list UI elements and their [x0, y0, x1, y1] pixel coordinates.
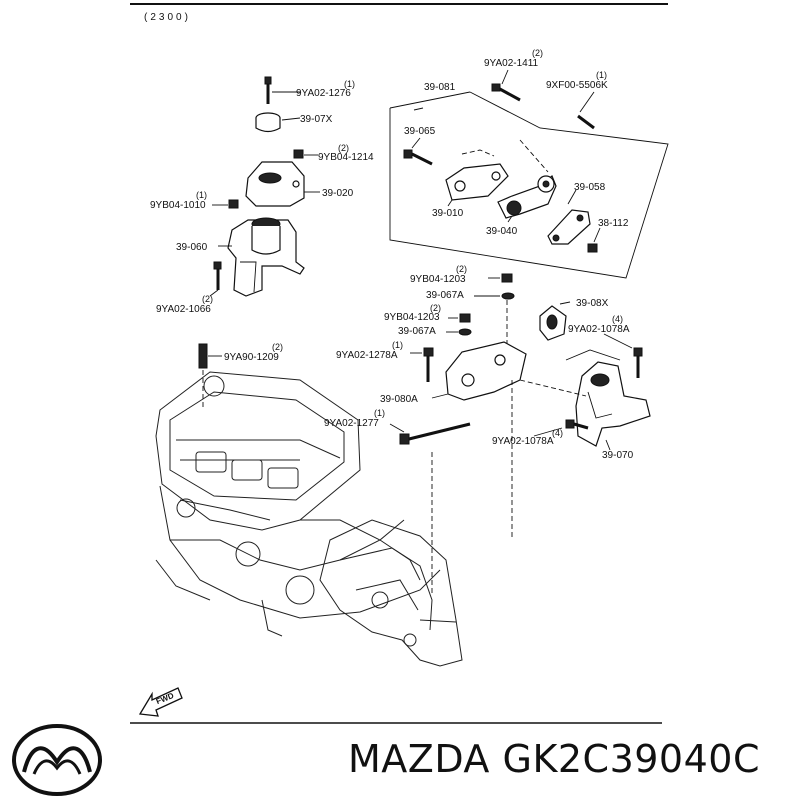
callout-code: 39-080A: [380, 394, 418, 405]
callout-qty: (4): [612, 314, 623, 324]
part-number: GK2C39040C: [502, 737, 760, 781]
callout-qty: (4): [552, 428, 563, 438]
brand-name: MAZDA: [348, 737, 490, 781]
torque-rod-box: [389, 69, 669, 279]
callout-code: 9XF00-5506K: [546, 80, 608, 91]
callout-code: 39-067A: [426, 290, 464, 301]
callout-code: 9YB04-1203: [384, 312, 440, 323]
callout-code: 39-067A: [398, 326, 436, 337]
callout-qty: (2): [202, 294, 213, 304]
upper-left-mount-group: [209, 76, 320, 297]
callout-code: 9YA02-1078A: [568, 324, 630, 335]
callout-code: 9YB04-1203: [410, 274, 466, 285]
fwd-arrow-icon: FWD: [138, 687, 183, 717]
transmission-mount-group: [389, 273, 651, 596]
section-code: (2300): [144, 12, 191, 23]
callout-code: 9YA02-1411: [484, 58, 539, 69]
callout-code: 39-040: [486, 226, 518, 237]
callout-qty: (1): [196, 190, 207, 200]
callout-code: 9YA02-1278A: [336, 350, 398, 361]
callout-code: 9YA02-1066: [156, 304, 211, 315]
callout-code: 9YA02-1277: [324, 418, 379, 429]
stud-9ya90-1209: [198, 343, 222, 410]
callout-qty: (2): [456, 264, 467, 274]
callout-code: 39-07X: [300, 114, 333, 125]
callout-qty: (2): [338, 143, 349, 153]
callout-code: 9YA90-1209: [224, 352, 279, 363]
callout-code: 39-060: [176, 242, 208, 253]
callout-code: 38-112: [598, 218, 629, 229]
callout-code: 39-020: [322, 188, 354, 199]
callout-qty: (2): [272, 342, 283, 352]
callout-code: 39-058: [574, 182, 606, 193]
callout-code: 39-081: [424, 82, 456, 93]
callout-code: 9YB04-1214: [318, 152, 374, 163]
callout-code: 9YA02-1276: [296, 88, 351, 99]
callout-labels: (1) 9YA02-1276 39-07X (2) 9YB04-1214 39-…: [150, 48, 634, 461]
callout-qty: (1): [374, 408, 385, 418]
engine-transmission-illustration: [155, 371, 463, 667]
callout-qty: (2): [430, 303, 441, 313]
callout-qty: (1): [596, 70, 607, 80]
callout-qty: (1): [392, 340, 403, 350]
callout-qty: (2): [532, 48, 543, 58]
mazda-logo: [12, 724, 102, 796]
callout-code: 39-065: [404, 126, 436, 137]
brand-part-label: MAZDA GK2C39040C: [348, 737, 760, 781]
callout-code: 39-010: [432, 208, 464, 219]
callout-code: 39-08X: [576, 298, 609, 309]
callout-code: 9YB04-1010: [150, 200, 206, 211]
callout-qty: (1): [344, 79, 355, 89]
callout-code: 9YA02-1078A: [492, 436, 554, 447]
callout-code: 39-070: [602, 450, 634, 461]
